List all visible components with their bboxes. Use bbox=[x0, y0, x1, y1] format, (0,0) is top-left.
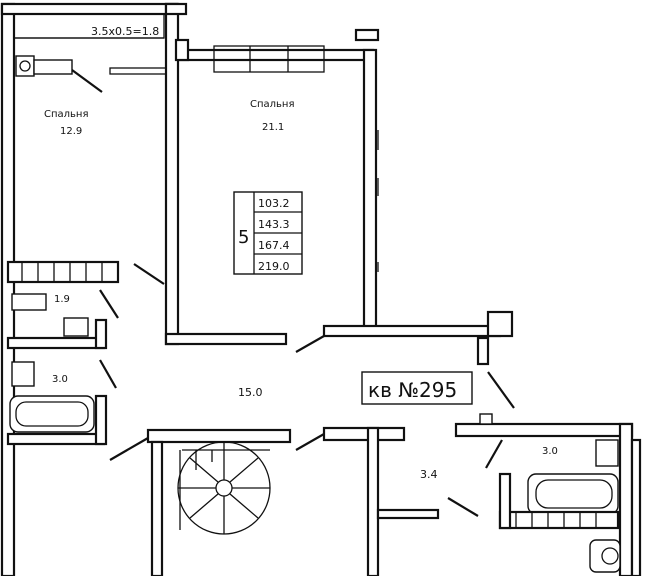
wall-bottom-bedroom-2 bbox=[164, 332, 288, 346]
wall-outer-left bbox=[0, 2, 16, 576]
summary-area-1: 103.2 bbox=[258, 197, 290, 210]
sink-left-bathroom bbox=[11, 361, 35, 387]
sink-right-bathroom bbox=[595, 439, 619, 467]
room-name-bedroom-1: Спальня bbox=[44, 109, 89, 120]
room-area-bathroom-left: 3.0 bbox=[52, 374, 68, 385]
wall-right-bathroom-bottom bbox=[498, 510, 620, 530]
room-area-bedroom-1: 12.9 bbox=[60, 126, 82, 137]
wall-top-right bbox=[176, 48, 375, 62]
ac-unit bbox=[15, 55, 35, 77]
wall-toilet-bottom bbox=[6, 336, 106, 350]
wall-right-bathroom-top bbox=[454, 422, 634, 438]
summary-area-2: 143.3 bbox=[258, 218, 290, 231]
toilet-fixture bbox=[11, 293, 47, 311]
room-area-bathroom-right: 3.0 bbox=[542, 446, 558, 457]
wall-hall-bottom bbox=[146, 428, 292, 444]
summary-rooms-count: 5 bbox=[238, 227, 249, 248]
balcony-label: 3.5x0.5=1.8 bbox=[91, 25, 159, 38]
wall-top-left bbox=[0, 2, 179, 16]
summary-area-3: 167.4 bbox=[258, 239, 290, 252]
room-area-hall: 15.0 bbox=[238, 386, 263, 399]
bathtub-left bbox=[9, 395, 95, 433]
window-bedroom-1 bbox=[109, 67, 169, 75]
apartment-label-box bbox=[361, 371, 473, 405]
wall-left-bathroom-bottom bbox=[6, 432, 106, 446]
wall-right-bedroom-2 bbox=[362, 48, 378, 332]
apartment-label: кв №295 bbox=[368, 378, 457, 402]
summary-area-4: 219.0 bbox=[258, 260, 290, 273]
radiator bbox=[33, 59, 73, 75]
room-area-toilet: 1.9 bbox=[54, 294, 70, 305]
wall-bedroom-1-bottom bbox=[6, 260, 120, 284]
toilet-right bbox=[589, 539, 621, 573]
door-swing bbox=[71, 69, 103, 93]
room-area-bedroom-2: 21.1 bbox=[262, 122, 284, 133]
room-name-bedroom-2: Спальня bbox=[250, 99, 295, 110]
sink-toilet bbox=[63, 317, 89, 337]
room-area-corridor: 3.4 bbox=[420, 468, 438, 481]
window-bedroom-2 bbox=[213, 45, 325, 73]
